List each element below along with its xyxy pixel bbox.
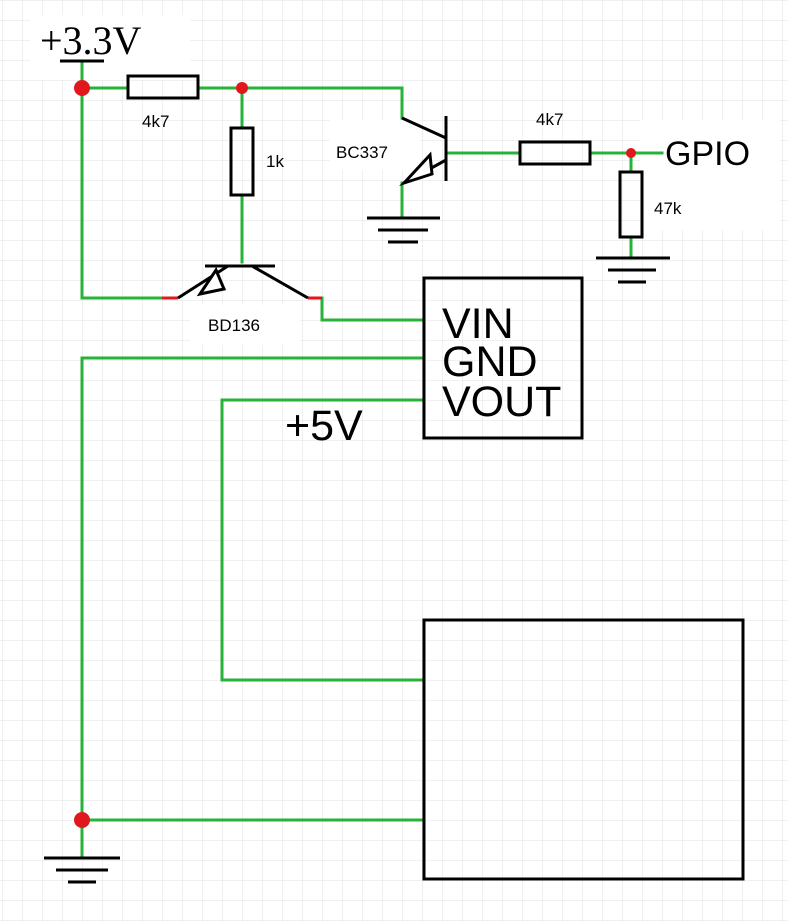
wires [80, 61, 664, 860]
ground-symbol-main [44, 856, 120, 884]
wire-top-to-bc337 [240, 86, 404, 120]
label-r-base: 4k7 [536, 110, 563, 129]
label-pin-gnd: GND [442, 338, 538, 386]
label-backdrop [640, 120, 780, 230]
bd136-emitter [177, 264, 229, 300]
ground-symbol-bc337 [367, 216, 440, 244]
label-backdrop [190, 305, 300, 345]
label-r-1k: 1k [266, 152, 284, 171]
resistor-4k7-top [126, 74, 200, 100]
wire-bd136-to-vin [320, 296, 426, 322]
label-supply-3v3: +3.3V [40, 18, 142, 63]
ground-symbol-47k [596, 256, 670, 284]
resistor-1k [229, 126, 255, 197]
load-block [422, 618, 745, 881]
label-bd136: BD136 [208, 316, 260, 335]
label-pin-vin: VIN [442, 300, 514, 348]
label-r-47k: 47k [654, 199, 682, 218]
bd136-collector [251, 264, 309, 300]
label-r-top: 4k7 [142, 112, 169, 131]
transistor-bd136 [177, 264, 309, 300]
label-backdrop [30, 15, 190, 80]
label-backdrop [330, 120, 420, 170]
label-bc337: BC337 [336, 143, 388, 162]
junction-3v3-left [74, 80, 90, 96]
resistor-4k7-base [518, 140, 592, 166]
junction-3v3-right [236, 82, 248, 94]
components [44, 59, 745, 884]
regulator-module-box [422, 276, 584, 440]
wire-gnd-rail [80, 356, 426, 860]
junctions [74, 80, 636, 828]
junction-ground [74, 812, 90, 828]
wire-vout-to-block [220, 398, 426, 682]
junction-gpio [626, 148, 636, 158]
label-pin-vout: VOUT [442, 378, 561, 426]
bd136-emitter-arrow [196, 266, 227, 297]
transistor-bc337 [398, 116, 448, 187]
bc337-emitter-arrow [398, 151, 434, 187]
label-gpio: GPIO [665, 135, 750, 173]
wire-left-to-bd136 [80, 86, 164, 300]
bc337-collector [401, 116, 447, 140]
resistor-47k [618, 170, 644, 239]
label-supply-5v: +5V [285, 402, 363, 450]
